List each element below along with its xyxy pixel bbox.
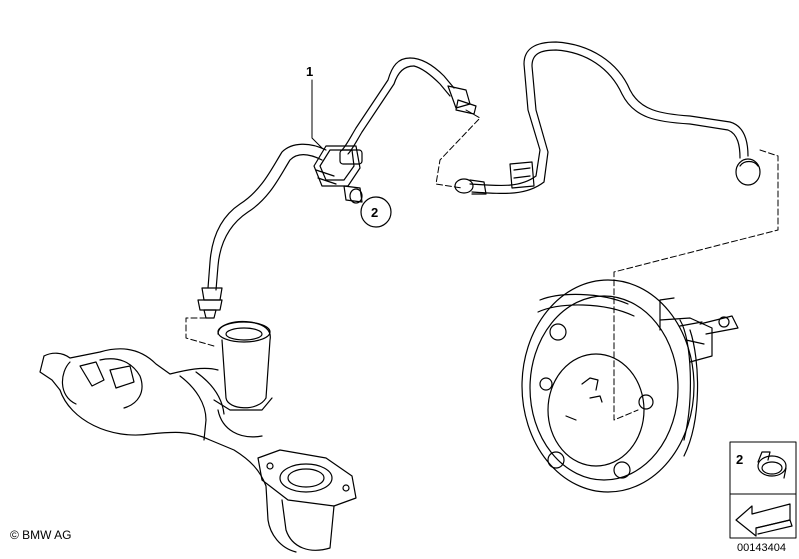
brake-booster[interactable]: [521, 279, 739, 493]
direction-arrow-icon: [735, 503, 793, 537]
intake-housing[interactable]: [39, 320, 357, 553]
copyright-text: © BMW AG: [10, 528, 72, 542]
routing-lines: [185, 109, 779, 421]
callout-1-leader: [311, 79, 323, 149]
callout-2-circle: [360, 196, 392, 228]
vacuum-hose[interactable]: [197, 57, 477, 319]
clamp-icon: [757, 451, 787, 479]
document-number: 00143404: [737, 542, 786, 554]
callout-1-label: 1: [306, 64, 313, 79]
legend-clamp-label: 2: [736, 452, 743, 467]
legend-arrow-box: [729, 493, 797, 539]
callout-2-label: 2: [371, 205, 378, 220]
vacuum-pipe[interactable]: [454, 41, 761, 195]
check-valve[interactable]: [313, 145, 363, 204]
